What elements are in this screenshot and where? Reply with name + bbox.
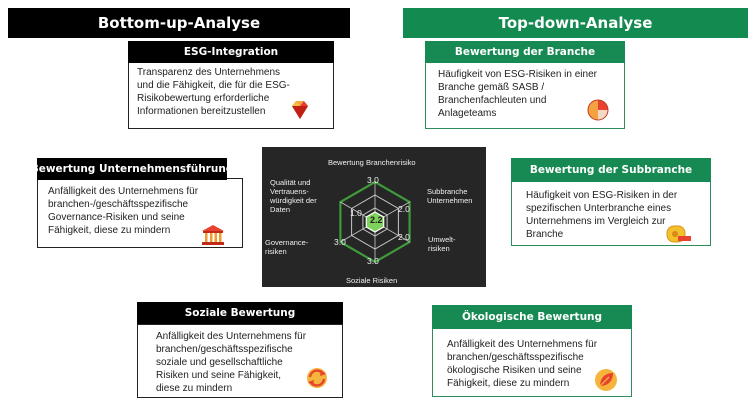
card-text-line: Häufigkeit von ESG-Risiken in einer [438, 69, 597, 80]
cycle-arrows-icon [307, 368, 327, 388]
axis-label-line: risiken [265, 247, 287, 256]
card-title: Bewertung der Branche [425, 41, 625, 63]
card-text-line: Unternehmens im Vergleich zur [526, 216, 666, 227]
card-text-line: Risikobewertung erforderliche [137, 93, 270, 104]
axis-label-right-bottom: Umwelt- risiken [428, 235, 456, 253]
radar-chart-panel: Bewertung Branchenrisiko Subbranche Unte… [262, 147, 486, 287]
card-text-line: soziale und gesellschaftliche [156, 357, 283, 368]
axis-label-left-bottom: Governance- risiken [265, 238, 308, 256]
card-text-line: Transparenz des Unternehmens [137, 67, 281, 78]
card-text-line: branchen/geschäftsspezifische [156, 344, 293, 355]
bank-building-icon [202, 225, 224, 245]
esg-integration-card: Transparenz des Unternehmens und die Fäh… [128, 41, 334, 129]
axis-label-line: Unternehmen [427, 196, 473, 205]
tick-label-top: 3.0 [367, 175, 379, 185]
axis-label-top: Bewertung Branchenrisiko [328, 158, 416, 167]
card-text-line: spezifischen Unterbranche eines [526, 203, 672, 214]
axis-label-line: Umwelt- [428, 235, 456, 244]
tick-label-lower-right: 2.0 [398, 232, 410, 242]
pie-chart-icon [587, 99, 609, 121]
card-title: Bewertung der Subbranche [511, 158, 711, 182]
card-text-line: Branche gemäß SASB / [438, 82, 545, 93]
axis-label-line: Qualität und [270, 178, 311, 187]
tick-label-upper-left: 1.0 [350, 208, 362, 218]
card-text-line: Anfälligkeit des Unternehmens für [447, 339, 598, 350]
card-text-line: Anfälligkeit des Unternehmens für [48, 186, 199, 197]
axis-label-right-top: Subbranche Unternehmen [427, 187, 472, 205]
card-text-line: Häufigkeit von ESG-Risiken in der [526, 190, 678, 201]
card-text-line: Risiken und seine Fähigkeit, [156, 370, 282, 381]
card-text-line: Fähigkeit, diese zu mindern [48, 225, 171, 236]
card-text-line: branchen/geschäftsspezifische [447, 352, 584, 363]
card-text-line: Fähigkeit, diese zu mindern [447, 378, 570, 389]
card-title: Soziale Bewertung [137, 302, 343, 324]
card-title: Ökologische Bewertung [432, 305, 632, 329]
card-text-line: Anlageteams [438, 108, 497, 119]
bewertung-branche-card: Häufigkeit von ESG-Risiken in einer Bran… [425, 41, 625, 129]
axis-label-line: Governance- [265, 238, 309, 247]
card-text-line: ökologische Risiken und seine [447, 365, 582, 376]
center-value-label: 2.2 [370, 215, 383, 225]
axis-label-left-top: Qualität und Vertrauens- würdigkeit der … [270, 178, 317, 214]
axis-label-line: Daten [270, 205, 291, 214]
gem-icon [292, 101, 308, 119]
tick-label-lower-left: 3.0 [334, 237, 346, 247]
axis-label-line: würdigkeit der [270, 196, 317, 205]
tick-label-upper-right: 2.0 [398, 204, 410, 214]
card-text-line: Governance-Risiken und seine [48, 212, 185, 223]
radar-center-hexagon [365, 211, 385, 233]
tick-label-bottom: 3.0 [367, 256, 379, 266]
tape-measure-icon [666, 225, 691, 243]
card-title: ESG-Integration [128, 41, 334, 63]
axis-label-line: Vertrauens- [270, 187, 309, 196]
card-text-line: Branche [526, 229, 564, 240]
bottom-up-banner: Bottom-up-Analyse [8, 8, 350, 38]
oekologische-card: Anfälligkeit des Unternehmens für branch… [432, 305, 632, 397]
card-text-line: Branchenfachleuten und [438, 95, 547, 106]
unternehmensfuehrung-card: Anfälligkeit des Unternehmens für branch… [31, 158, 243, 248]
card-text-line: und die Fähigkeit, die für die ESG- [137, 80, 290, 91]
card-text-line: Anfälligkeit des Unternehmens für [156, 331, 307, 342]
soziale-card: Anfälligkeit des Unternehmens für branch… [137, 302, 343, 398]
card-text-line: diese zu mindern [156, 383, 233, 394]
axis-label-bottom: Soziale Risiken [346, 276, 398, 285]
radar-chart [339, 180, 411, 264]
card-text-line: Informationen bereitzustellen [137, 106, 266, 117]
card-text-line: branchen-/geschäftsspezifische [48, 199, 189, 210]
axis-label-line: risiken [428, 244, 450, 253]
leaf-icon [595, 369, 617, 391]
axis-label-line: Subbranche [427, 187, 468, 196]
top-down-banner: Top-down-Analyse [403, 8, 748, 38]
card-title: Bewertung Unternehmensführung [31, 158, 233, 180]
subbranche-card: Häufigkeit von ESG-Risiken in der spezif… [511, 158, 711, 246]
